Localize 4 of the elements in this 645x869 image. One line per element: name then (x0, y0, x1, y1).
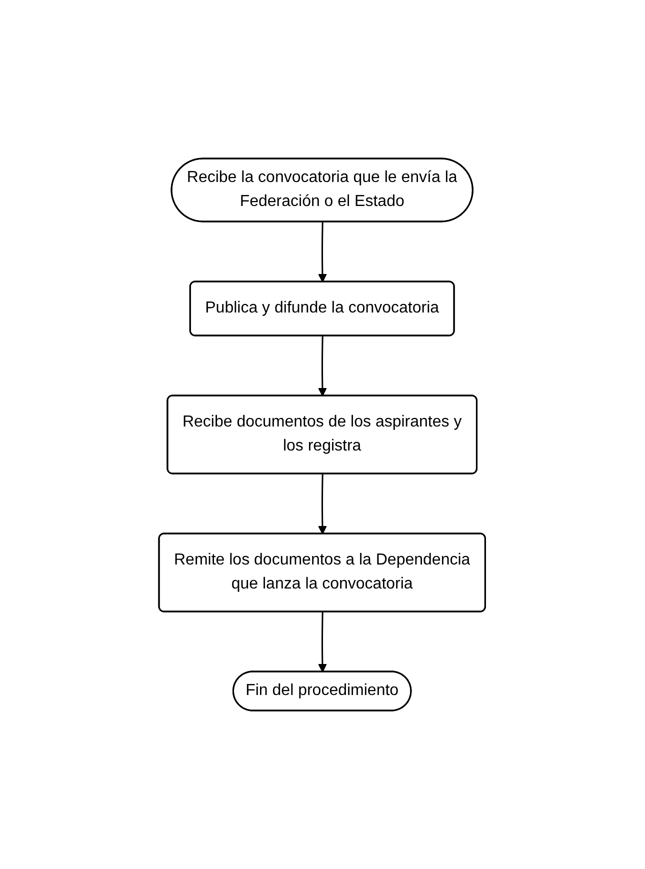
arrow (318, 336, 328, 396)
arrow (318, 612, 328, 672)
arrow (318, 222, 328, 282)
arrow (318, 474, 328, 534)
